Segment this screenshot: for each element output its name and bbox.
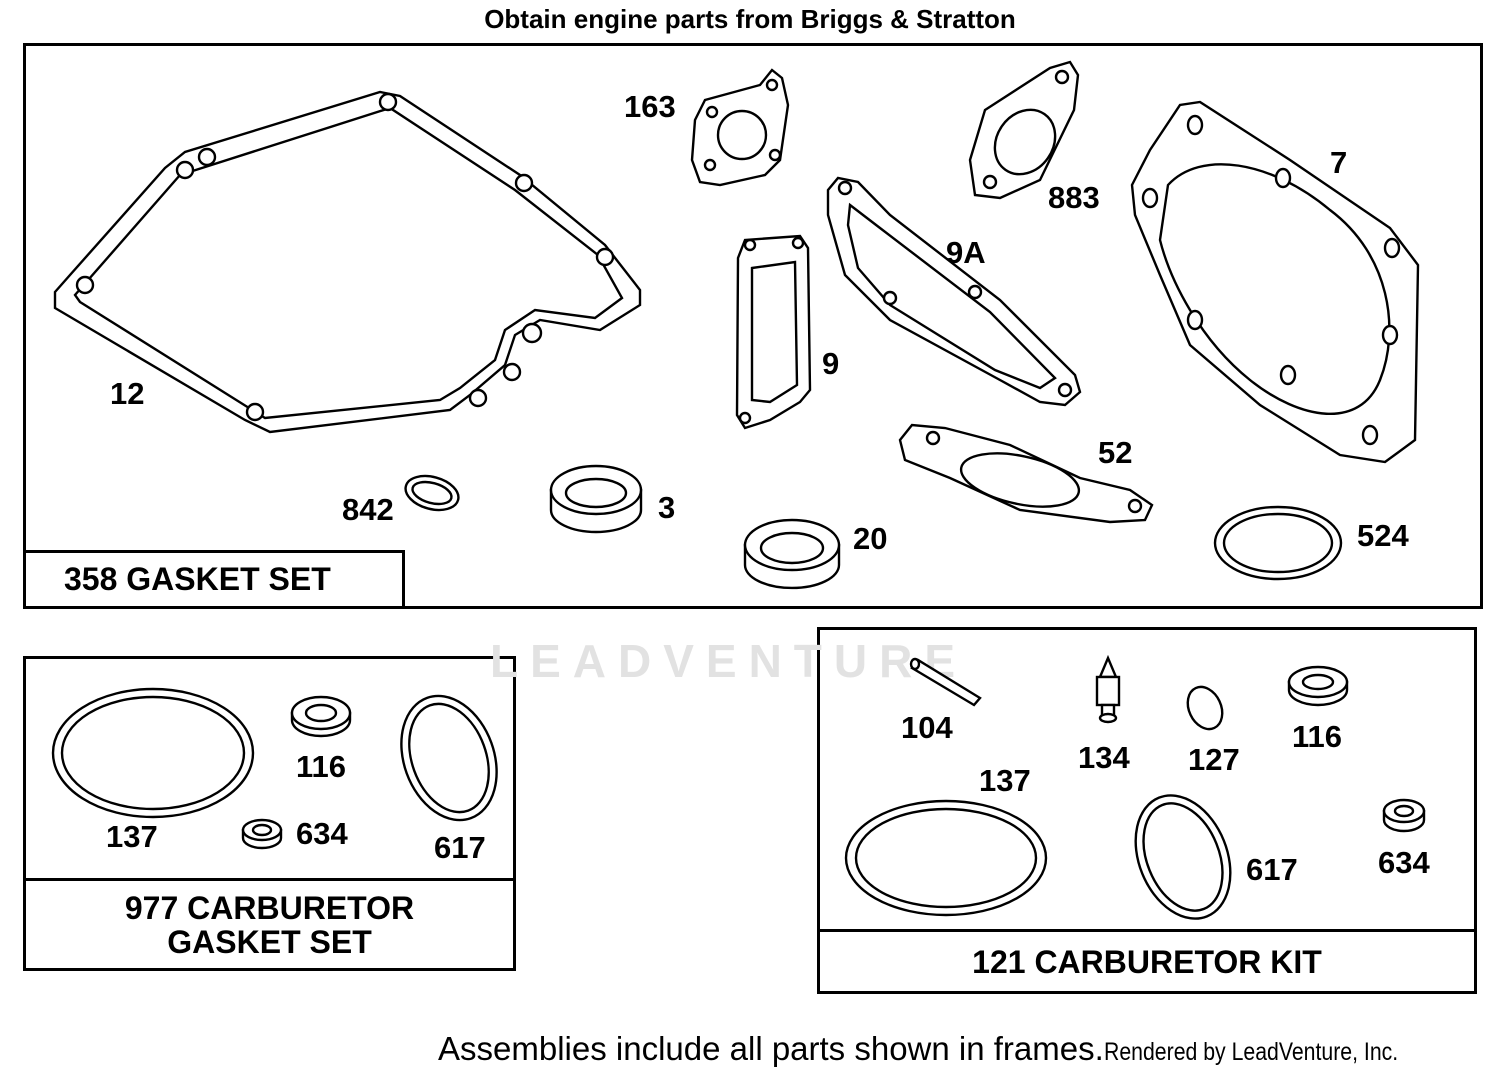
callout-134: 134 (1078, 740, 1130, 775)
callout-9a: 9A (946, 235, 986, 270)
watermark: LEADVENTURE (490, 635, 968, 687)
pin-104-drawing (909, 657, 982, 707)
callout-116-a: 116 (296, 749, 347, 784)
callout-163: 163 (624, 89, 676, 124)
needle-134-drawing (1095, 654, 1121, 724)
carb-gasket-set-label-box: 977 CARBURETOR GASKET SET (23, 878, 516, 971)
gasket-52-drawing (898, 423, 1154, 524)
callout-20: 20 (853, 521, 888, 556)
callout-7: 7 (1330, 145, 1348, 180)
carb-gasket-set-label-line1: 977 CARBURETOR (124, 890, 415, 926)
washer-116-a-drawing (290, 695, 352, 738)
callout-634-b: 634 (1378, 845, 1430, 880)
callout-12: 12 (110, 376, 145, 411)
callout-634-a: 634 (296, 816, 348, 851)
callout-617-a: 617 (434, 830, 486, 865)
head-gasket-7-drawing (1130, 100, 1420, 464)
carb-gasket-set-label-line2: GASKET SET (167, 924, 372, 960)
callout-3: 3 (658, 490, 676, 525)
callout-524: 524 (1357, 518, 1409, 553)
carb-kit-label-box: 121 CARBURETOR KIT (817, 929, 1477, 994)
gasket-617-b-drawing (1134, 794, 1232, 920)
gasket-883-drawing (968, 60, 1080, 200)
footer-credit: Rendered by LeadVenture, Inc. (1103, 1038, 1398, 1066)
gasket-617-a-drawing (400, 694, 498, 822)
washer-634-a-drawing (241, 818, 283, 850)
washer-634-b-drawing (1382, 798, 1426, 833)
carb-kit-label: 121 CARBURETOR KIT (972, 944, 1322, 980)
washer-116-b-drawing (1287, 665, 1349, 707)
callout-137-b: 137 (979, 763, 1031, 798)
callout-9: 9 (822, 346, 840, 381)
gasket-set-frame (23, 43, 1483, 609)
plug-127-drawing (1186, 685, 1224, 731)
callout-617-b: 617 (1246, 852, 1298, 887)
callout-137-a: 137 (106, 819, 158, 854)
callout-116-b: 116 (1292, 719, 1343, 754)
footer-note: Assemblies include all parts shown in fr… (438, 1030, 1104, 1067)
crankcase-gasket-drawing (53, 90, 642, 434)
callout-842: 842 (342, 492, 394, 527)
diagram-header: Obtain engine parts from Briggs & Stratt… (484, 4, 1016, 34)
gasket-set-label-box: 358 GASKET SET (23, 550, 405, 609)
gasket-9a-drawing (826, 176, 1082, 407)
carb-kit-gasket-137-drawing (844, 799, 1048, 917)
callout-127: 127 (1188, 742, 1240, 777)
callout-104: 104 (901, 710, 953, 745)
oil-seal-20-drawing (743, 518, 841, 590)
callout-883: 883 (1048, 180, 1100, 215)
footer: Assemblies include all parts shown in fr… (438, 1030, 1450, 1068)
seal-842-drawing (404, 474, 460, 512)
carb-gasket-137-drawing (51, 687, 255, 819)
callout-52: 52 (1098, 435, 1133, 470)
gasket-163-drawing (690, 68, 790, 187)
gasket-set-label: 358 GASKET SET (64, 561, 331, 597)
ring-524-drawing (1213, 505, 1343, 581)
oil-seal-3-drawing (549, 464, 643, 534)
gasket-9-drawing (735, 234, 812, 430)
